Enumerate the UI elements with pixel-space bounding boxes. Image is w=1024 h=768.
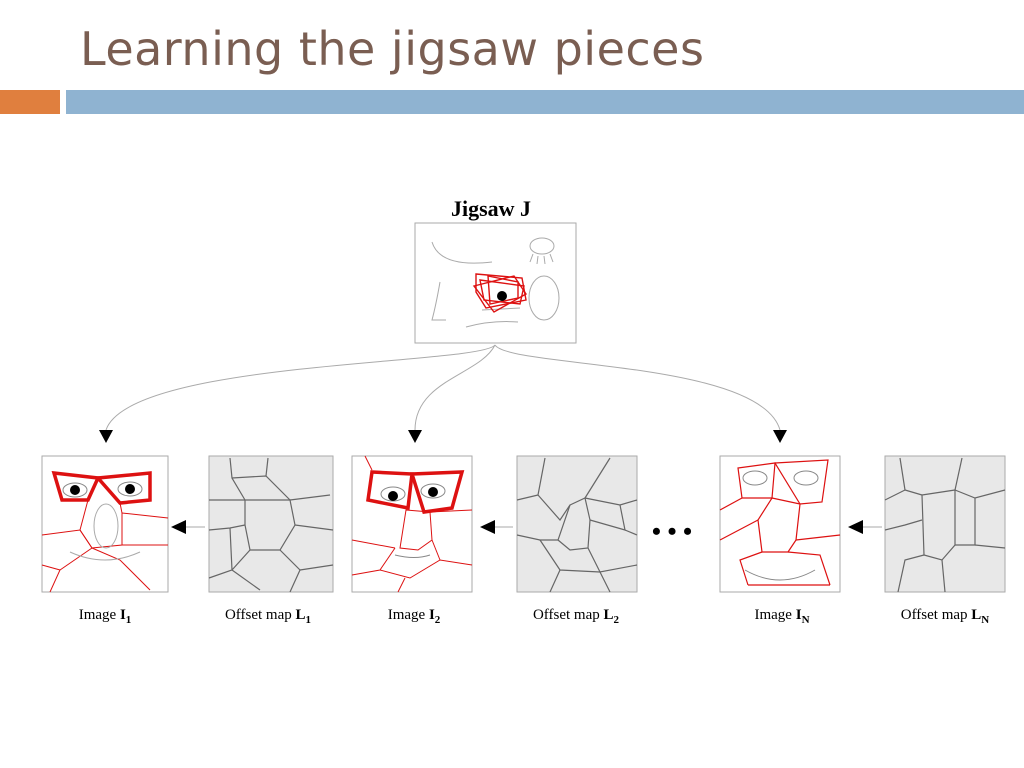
label-offset-map-1: Offset map L1 bbox=[225, 607, 311, 626]
offset-map-2-panel bbox=[516, 455, 638, 593]
arrow-head-3 bbox=[773, 430, 787, 443]
image-2-panel bbox=[351, 455, 473, 593]
title-divider-bar bbox=[66, 90, 1024, 114]
arrow-left-3 bbox=[848, 520, 863, 534]
arrow-head-1 bbox=[99, 430, 113, 443]
slide-title: Learning the jigsaw pieces bbox=[80, 22, 705, 76]
image-1-panel bbox=[41, 455, 169, 593]
title-accent-bar bbox=[0, 90, 60, 114]
jigsaw-box bbox=[414, 222, 577, 344]
arrow-head-2 bbox=[408, 430, 422, 443]
label-image-1: Image I1 bbox=[79, 607, 132, 626]
offset-map-n-panel bbox=[884, 455, 1006, 593]
offset-map-1-panel bbox=[208, 455, 334, 593]
ellipsis: • • • bbox=[652, 517, 692, 546]
arrow-left-2 bbox=[480, 520, 495, 534]
arrow-left-1 bbox=[171, 520, 186, 534]
label-image-n: Image IN bbox=[754, 607, 809, 626]
jigsaw-label: Jigsaw J bbox=[451, 196, 531, 221]
label-offset-map-n: Offset map LN bbox=[901, 607, 990, 626]
label-image-2: Image I2 bbox=[388, 607, 441, 626]
image-n-panel bbox=[719, 455, 841, 593]
label-offset-map-2: Offset map L2 bbox=[533, 607, 620, 626]
